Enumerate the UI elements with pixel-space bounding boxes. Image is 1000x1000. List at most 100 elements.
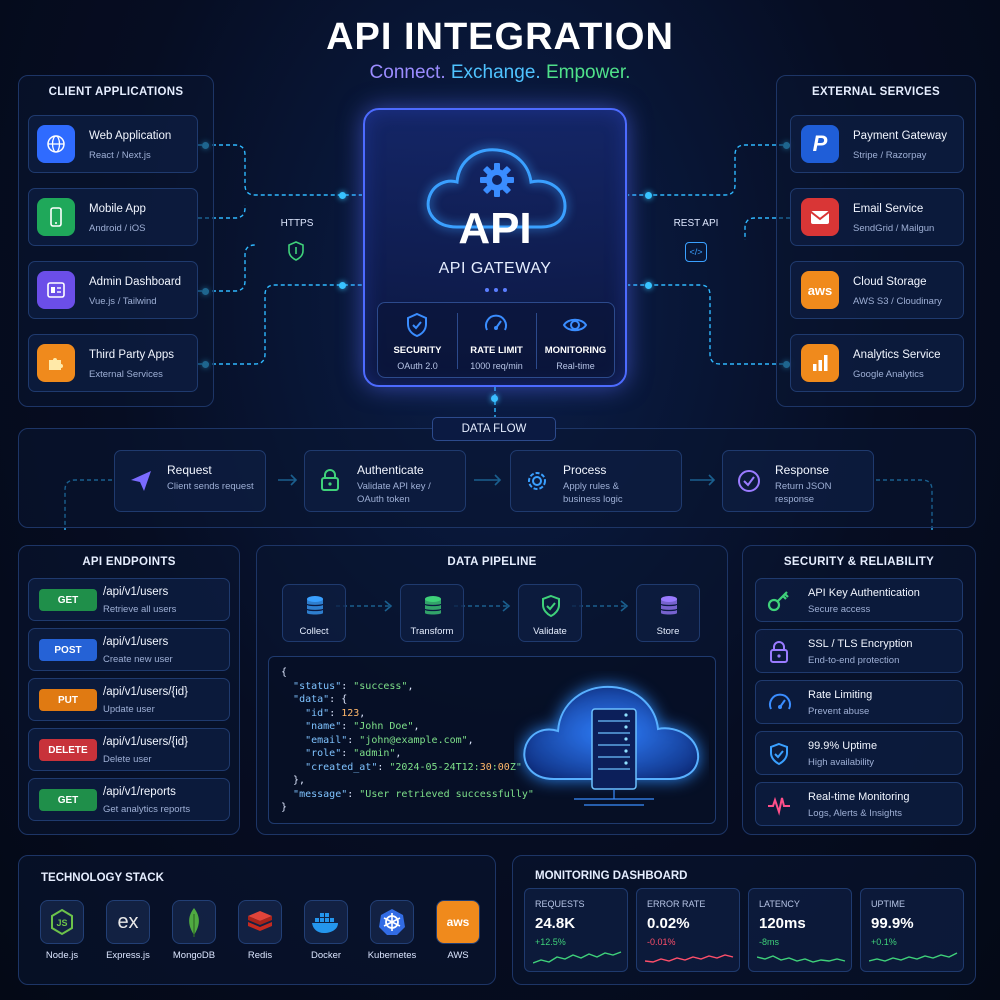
shield-check-icon — [766, 741, 792, 767]
endpoint-desc: Create new user — [103, 654, 173, 665]
flow-step-sub: business logic — [563, 494, 623, 505]
connector-web — [198, 144, 362, 196]
client-app-name: Mobile App — [89, 203, 146, 215]
metric-delta: +0.1% — [871, 937, 897, 947]
gauge-icon — [482, 311, 510, 339]
gauge-icon — [766, 690, 792, 716]
api-endpoints-title: API ENDPOINTS — [82, 556, 176, 568]
connector-email — [744, 217, 790, 240]
flow-step-title: Authenticate — [357, 463, 424, 477]
endpoint-row[interactable]: DELETE/api/v1/users/{id}Delete user — [28, 728, 230, 771]
pipeline-stage-collect[interactable]: Collect — [282, 584, 346, 642]
client-app-sub: Android / iOS — [89, 223, 146, 234]
code-line: }, — [281, 775, 306, 786]
code-line: "message": "User retrieved successfully" — [293, 788, 534, 800]
tech-nodejs: JS Node.js — [36, 900, 88, 961]
external-service-name: Email Service — [853, 203, 924, 215]
pipeline-stage-validate[interactable]: Validate — [518, 584, 582, 642]
tech-label: Node.js — [45, 950, 79, 961]
endpoint-desc: Retrieve all users — [103, 604, 177, 615]
flow-step-sub: Return JSON — [775, 481, 832, 492]
pipeline-stage-label: Transform — [410, 626, 454, 637]
lock-icon — [766, 639, 792, 665]
flow-step-sub: Apply rules & — [563, 481, 619, 492]
endpoint-path: /api/v1/reports — [103, 786, 176, 798]
tech-label: Docker — [310, 950, 342, 961]
tech-label: Express.js — [106, 950, 150, 961]
external-service-sub: SendGrid / Mailgun — [853, 223, 935, 234]
check-circle-icon — [735, 467, 763, 495]
security-item-sub: High availability — [808, 757, 875, 768]
external-service-name: Cloud Storage — [853, 276, 927, 288]
sparkline — [756, 949, 847, 967]
security-item-title: Rate Limiting — [808, 689, 873, 701]
security-item-sub: Secure access — [808, 604, 871, 615]
metric-value: 0.02% — [647, 915, 690, 932]
http-method-badge: DELETE — [39, 739, 97, 761]
server-cloud-icon — [523, 685, 700, 806]
shield-icon — [403, 311, 431, 339]
connector-analytics — [628, 284, 790, 365]
gateway-feature-title: MONITORING — [544, 345, 607, 356]
pipeline-stage-transform[interactable]: Transform — [400, 584, 464, 642]
external-service-name: Payment Gateway — [853, 130, 947, 142]
pipeline-stage-label: Collect — [299, 626, 329, 637]
code-line: "created_at": "2024-05-24T12:30:00Z" — [305, 761, 522, 773]
tech-kubernetes: Kubernetes — [366, 900, 418, 961]
flow-step-sub: OAuth token — [357, 494, 410, 505]
flow-step-sub: Validate API key / — [357, 481, 431, 492]
client-app-sub: Vue.js / Tailwind — [89, 296, 157, 307]
kubernetes-icon — [370, 900, 414, 944]
data-flow-title: DATA FLOW — [432, 417, 556, 441]
http-method-badge: GET — [39, 789, 97, 811]
endpoint-path: /api/v1/users/{id} — [103, 736, 189, 748]
tagline-exchange: Exchange. — [450, 62, 541, 83]
nodejs-icon: JS — [40, 900, 84, 944]
code-line: "status": "success", — [293, 680, 414, 692]
http-method-badge: POST — [39, 639, 97, 661]
node-dot — [339, 282, 346, 289]
database-icon — [302, 593, 328, 619]
flow-step-title: Process — [563, 463, 607, 477]
endpoint-row[interactable]: PUT/api/v1/users/{id}Update user — [28, 678, 230, 721]
gear-icon — [523, 467, 551, 495]
metric-label: UPTIME — [871, 899, 906, 909]
tech-label: Kubernetes — [367, 950, 417, 961]
gateway-feature-title: SECURITY — [393, 345, 442, 356]
https-label: HTTPS — [280, 218, 314, 229]
pipeline-stage-label: Store — [656, 626, 680, 637]
gear-icon — [480, 163, 514, 197]
code-line: } — [281, 802, 288, 813]
payment-icon: P — [801, 125, 839, 163]
endpoint-path: /api/v1/users/{id} — [103, 686, 189, 698]
mongodb-icon — [172, 900, 216, 944]
pipeline-stage-store[interactable]: Store — [636, 584, 700, 642]
external-service-name: Analytics Service — [853, 349, 941, 361]
data-pipeline-title: DATA PIPELINE — [447, 556, 537, 568]
